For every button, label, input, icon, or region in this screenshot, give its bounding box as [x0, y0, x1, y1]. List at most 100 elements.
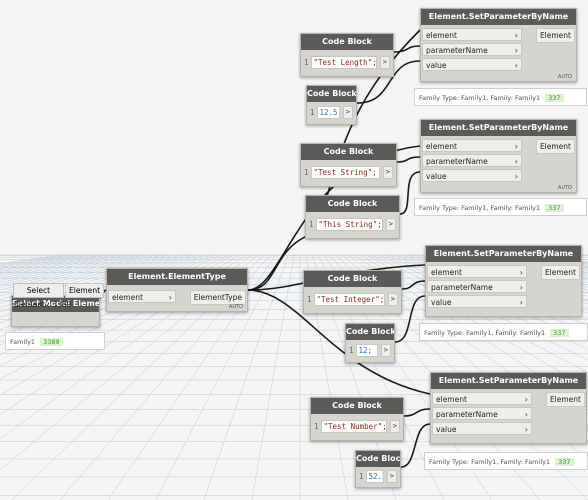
code-editor[interactable]: 12;	[355, 343, 378, 357]
wire	[393, 45, 421, 53]
set-parameter-by-name-node[interactable]: Element.SetParameterByName element› Elem…	[430, 372, 587, 444]
element-output-port[interactable]: Element	[545, 392, 585, 407]
chevron-right-icon: ›	[524, 395, 528, 404]
output-port[interactable]: >	[385, 217, 396, 231]
code-block-node[interactable]: Code Block 1 "Test String"; >	[300, 143, 397, 187]
elementtype-output-port[interactable]: ElementType	[189, 290, 246, 305]
line-number: 1	[304, 167, 309, 177]
chevron-right-icon: ›	[514, 31, 518, 40]
chevron-right-icon: ›	[514, 172, 518, 181]
wire	[394, 295, 426, 343]
code-block-node[interactable]: Code Block 1 "Test Number"; >	[310, 397, 404, 441]
element-input-port[interactable]: element›	[422, 28, 522, 41]
node-title: Code Block	[301, 34, 393, 50]
select-model-element-node[interactable]: Select Model Element	[11, 295, 100, 327]
chevron-right-icon: ›	[514, 46, 518, 55]
chevron-right-icon: ›	[524, 410, 528, 419]
preview-text: Family Type: Family1, Family: Family1	[419, 94, 541, 102]
chevron-right-icon: ›	[519, 298, 523, 307]
code-block-node[interactable]: Code Block 1 "Test Integer"; >	[303, 270, 402, 314]
node-title: Code Block	[311, 398, 403, 414]
preview-text: Family Type: Family1, Family: Family1	[419, 204, 541, 212]
line-number: 1	[307, 294, 312, 304]
element-input-port[interactable]: element›	[108, 290, 176, 303]
value-input-port[interactable]: value›	[432, 422, 532, 435]
element-output-port[interactable]: Element	[535, 28, 575, 43]
chevron-right-icon: ›	[514, 61, 518, 70]
code-editor[interactable]: "Test Integer";	[313, 292, 385, 306]
parametername-input-port[interactable]: parameterName›	[432, 407, 532, 420]
node-title: Code Block	[304, 271, 401, 287]
value-input-port[interactable]: value›	[427, 295, 527, 308]
set-parameter-preview: Family Type: Family1, Family: Family1 337	[414, 88, 587, 106]
node-title: Code Block	[301, 144, 396, 160]
set-parameter-by-name-node[interactable]: Element.SetParameterByName element› Elem…	[420, 119, 577, 193]
code-block-node[interactable]: Code Block 1 12; >	[345, 323, 395, 363]
output-port[interactable]: >	[379, 55, 390, 69]
code-editor[interactable]: "Test Length";	[310, 55, 377, 69]
output-port[interactable]: >	[386, 469, 397, 483]
preview-value: 337	[545, 204, 564, 212]
output-port[interactable]: >	[380, 343, 391, 357]
wire	[396, 156, 421, 163]
chevron-right-icon: ›	[519, 268, 523, 277]
parametername-input-port[interactable]: parameterName›	[422, 154, 522, 167]
code-block-node[interactable]: Code Block 1 52.2; >	[355, 450, 401, 488]
element-output-port[interactable]: Element	[65, 283, 105, 298]
element-elementtype-node[interactable]: Element.ElementType element› ElementType…	[106, 268, 248, 312]
select-button[interactable]: Select	[13, 283, 64, 298]
code-block-node[interactable]: Code Block 1 "Test Length"; >	[300, 33, 394, 77]
code-editor[interactable]: "This String";	[315, 217, 383, 231]
code-block-node[interactable]: Code Block 1 12.5; >	[306, 85, 357, 125]
wire	[400, 423, 431, 468]
node-title: Element.ElementType	[107, 269, 247, 285]
value-input-port[interactable]: value›	[422, 58, 522, 71]
preview-text: Family Type: Family1, Family: Family1	[429, 458, 551, 466]
element-input-port[interactable]: element›	[422, 139, 522, 152]
output-port[interactable]: >	[382, 165, 393, 179]
auto-label: AUTO	[557, 74, 572, 80]
element-input-port[interactable]: element›	[427, 265, 527, 278]
output-port[interactable]: >	[389, 419, 400, 433]
element-output-port[interactable]: Element	[540, 265, 580, 280]
value-input-port[interactable]: value›	[422, 169, 522, 182]
preview-value: 337	[545, 94, 564, 102]
chevron-right-icon: ›	[519, 283, 523, 292]
code-block-node[interactable]: Code Block 1 "This String"; >	[305, 195, 400, 239]
code-editor[interactable]: "Test Number";	[320, 419, 387, 433]
grid-line	[431, 254, 588, 297]
node-title: Element.SetParameterByName	[431, 373, 586, 389]
set-parameter-by-name-node[interactable]: Element.SetParameterByName element› Elem…	[420, 8, 577, 82]
line-number: 1	[314, 421, 319, 431]
code-editor[interactable]: 52.2;	[365, 469, 384, 483]
node-title: Element.SetParameterByName	[421, 120, 576, 136]
element-input-port[interactable]: element›	[432, 392, 532, 405]
parametername-input-port[interactable]: parameterName›	[422, 43, 522, 56]
auto-label: AUTO	[228, 304, 243, 310]
output-port[interactable]: >	[387, 292, 398, 306]
line-number: 1	[349, 345, 354, 355]
element-output-port[interactable]: Element	[535, 139, 575, 154]
preview-text: Family Type: Family1, Family: Family1	[424, 329, 546, 337]
wire	[399, 171, 421, 215]
code-editor[interactable]: 12.5;	[316, 105, 340, 119]
node-title: Element.SetParameterByName	[426, 246, 581, 262]
auto-label: AUTO	[557, 185, 572, 191]
output-port[interactable]: >	[342, 105, 353, 119]
grid-line	[203, 254, 289, 500]
wire	[247, 289, 431, 395]
parametername-input-port[interactable]: parameterName›	[427, 280, 527, 293]
grid-line	[0, 254, 211, 337]
node-title: Code Block	[356, 451, 400, 467]
node-title: Code Block	[307, 86, 356, 102]
chevron-right-icon: ›	[524, 425, 528, 434]
grid-line	[107, 254, 277, 500]
code-editor[interactable]: "Test String";	[310, 165, 380, 179]
line-number: 1	[309, 219, 314, 229]
preview-text: Family1	[10, 338, 36, 346]
line-number: 1	[310, 107, 315, 117]
node-title: Code Block	[346, 324, 394, 340]
set-parameter-by-name-node[interactable]: Element.SetParameterByName element› Elem…	[425, 245, 582, 317]
